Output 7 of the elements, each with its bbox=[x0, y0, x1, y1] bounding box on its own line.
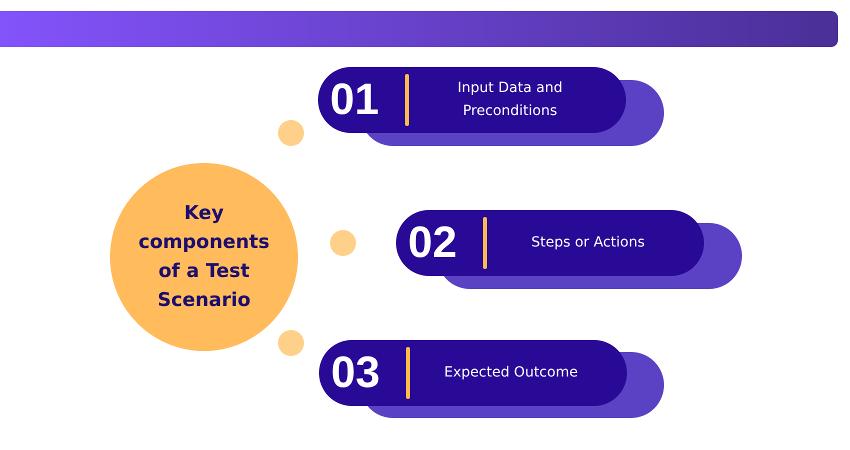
step-label: Expected Outcome bbox=[443, 364, 579, 382]
step-label: Steps or Actions bbox=[530, 234, 646, 252]
step-number: 03 bbox=[331, 351, 380, 395]
step-label: Input Data and Preconditions bbox=[456, 79, 564, 121]
step-number: 01 bbox=[330, 78, 379, 122]
step-number: 02 bbox=[408, 221, 457, 265]
topic-title: Key components of a Test Scenario bbox=[137, 201, 271, 313]
